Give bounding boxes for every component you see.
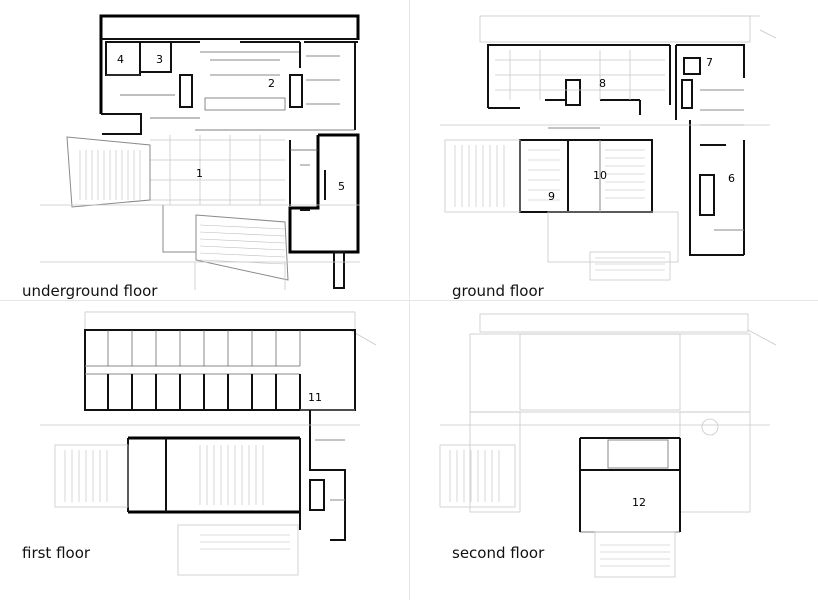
second-floor-plan: 12 [439,313,777,578]
room-number-12: 12 [632,496,646,509]
room-number-9: 9 [548,190,555,203]
label-ground-floor: ground floor [452,282,544,300]
room-number-10: 10 [593,169,607,182]
room-number-2: 2 [268,77,275,90]
room-number-4: 4 [117,53,124,66]
label-first-floor: first floor [22,544,91,562]
room-number-6: 6 [728,172,735,185]
room-number-7: 7 [706,56,713,69]
first-floor-plan: 11 [40,311,377,576]
room-number-1: 1 [196,167,203,180]
room-number-3: 3 [156,53,163,66]
room-number-5: 5 [338,180,345,193]
label-underground-floor: underground floor [22,282,158,300]
vertical-divider [409,0,410,600]
ground-floor-plan: 8 7 10 9 6 [440,15,777,281]
underground-floor-plan: 4 3 2 1 5 [40,14,360,290]
label-second-floor: second floor [452,544,545,562]
room-number-8: 8 [599,77,606,90]
room-number-11: 11 [308,391,322,404]
